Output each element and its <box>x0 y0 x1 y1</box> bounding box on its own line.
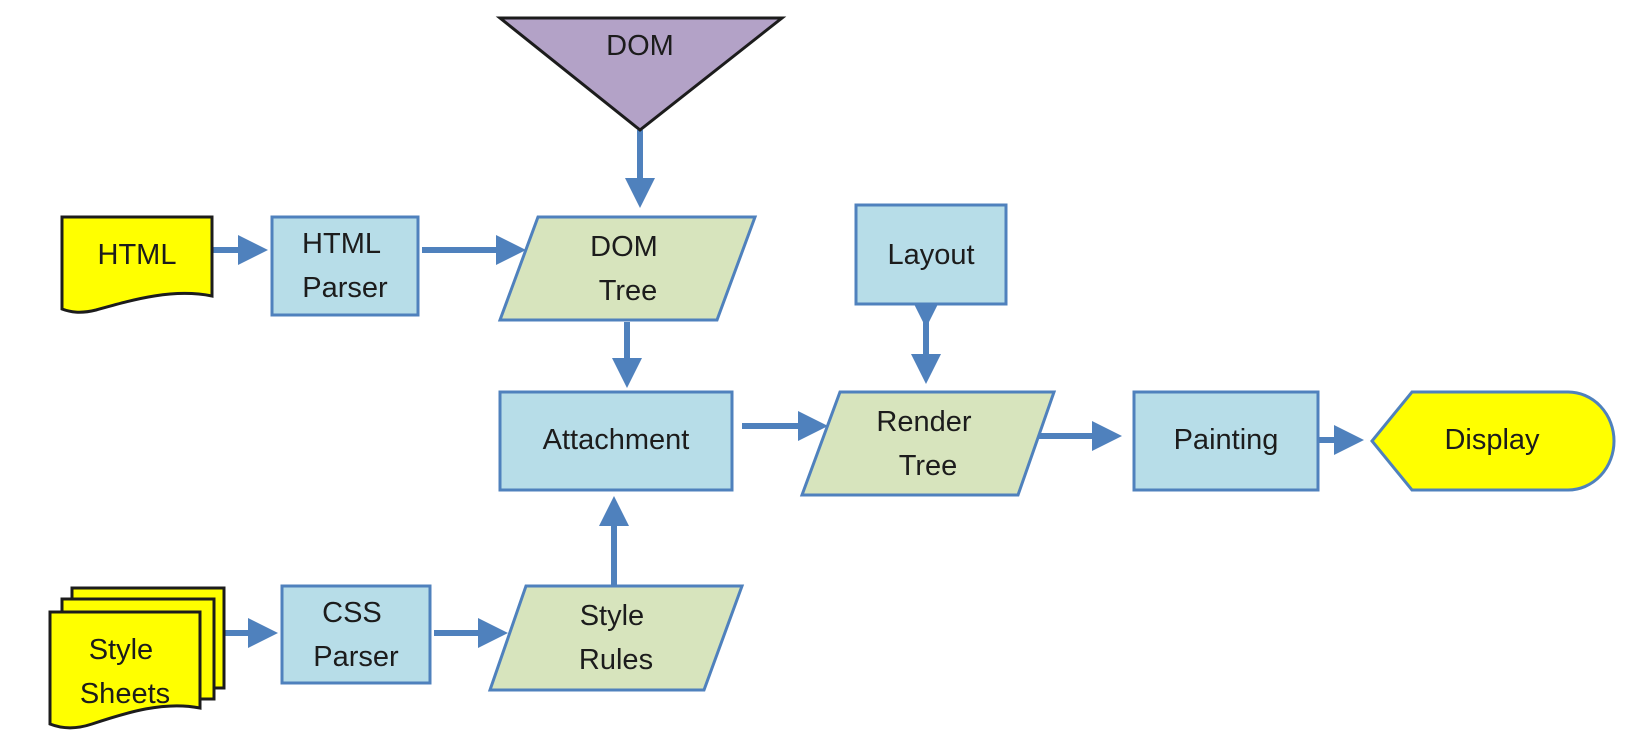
dom-tree-label: DOM Tree <box>590 231 666 307</box>
node-style-sheets: Style Sheets <box>48 586 226 730</box>
render-tree-data-shape <box>799 390 1057 497</box>
style-rules-data-shape <box>487 584 745 692</box>
display-label: Display <box>1444 424 1540 456</box>
node-css-parser: CSS Parser <box>280 584 432 685</box>
node-dom-tree: DOM Tree <box>497 215 758 322</box>
html-parser-label: HTML Parser <box>302 228 388 304</box>
layout-process-shape <box>854 203 1008 306</box>
display-shape <box>1370 390 1616 492</box>
node-display: Display <box>1370 390 1616 492</box>
layout-label: Layout <box>887 239 974 271</box>
node-html: HTML <box>60 215 214 314</box>
attachment-label: Attachment <box>543 424 690 456</box>
node-painting: Painting <box>1132 390 1320 492</box>
style-sheets-label: Style Sheets <box>80 634 170 710</box>
node-dom: DOM <box>495 16 787 132</box>
attachment-process-shape <box>498 390 734 492</box>
node-attachment: Attachment <box>498 390 734 492</box>
dom-label: DOM <box>606 30 674 62</box>
node-layout: Layout <box>854 203 1008 306</box>
painting-label: Painting <box>1174 424 1279 456</box>
css-parser-label: CSS Parser <box>313 597 399 673</box>
dom-merge-shape <box>495 16 787 132</box>
render-tree-label: Render Tree <box>876 406 979 482</box>
style-sheets-front-page <box>48 610 202 730</box>
dom-tree-data-shape <box>497 215 758 322</box>
painting-process-shape <box>1132 390 1320 492</box>
html-parser-process-shape <box>270 215 420 317</box>
node-html-parser: HTML Parser <box>270 215 420 317</box>
node-style-rules: Style Rules <box>487 584 745 692</box>
node-render-tree: Render Tree <box>799 390 1057 497</box>
css-parser-process-shape <box>280 584 432 685</box>
style-rules-label: Style Rules <box>579 600 653 676</box>
html-label: HTML <box>98 239 177 271</box>
html-document-shape <box>60 215 214 314</box>
connectors <box>212 130 1364 648</box>
